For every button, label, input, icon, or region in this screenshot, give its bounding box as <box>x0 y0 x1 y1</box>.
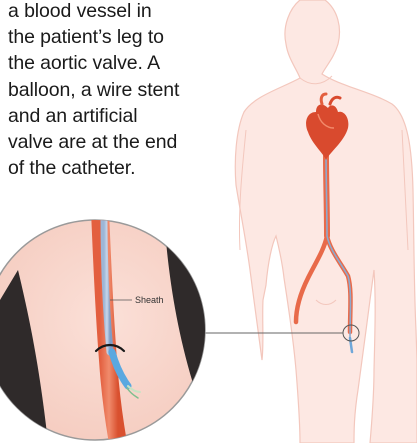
sheath-label: Sheath <box>135 295 164 305</box>
magnified-inset: Sheath <box>0 210 210 443</box>
